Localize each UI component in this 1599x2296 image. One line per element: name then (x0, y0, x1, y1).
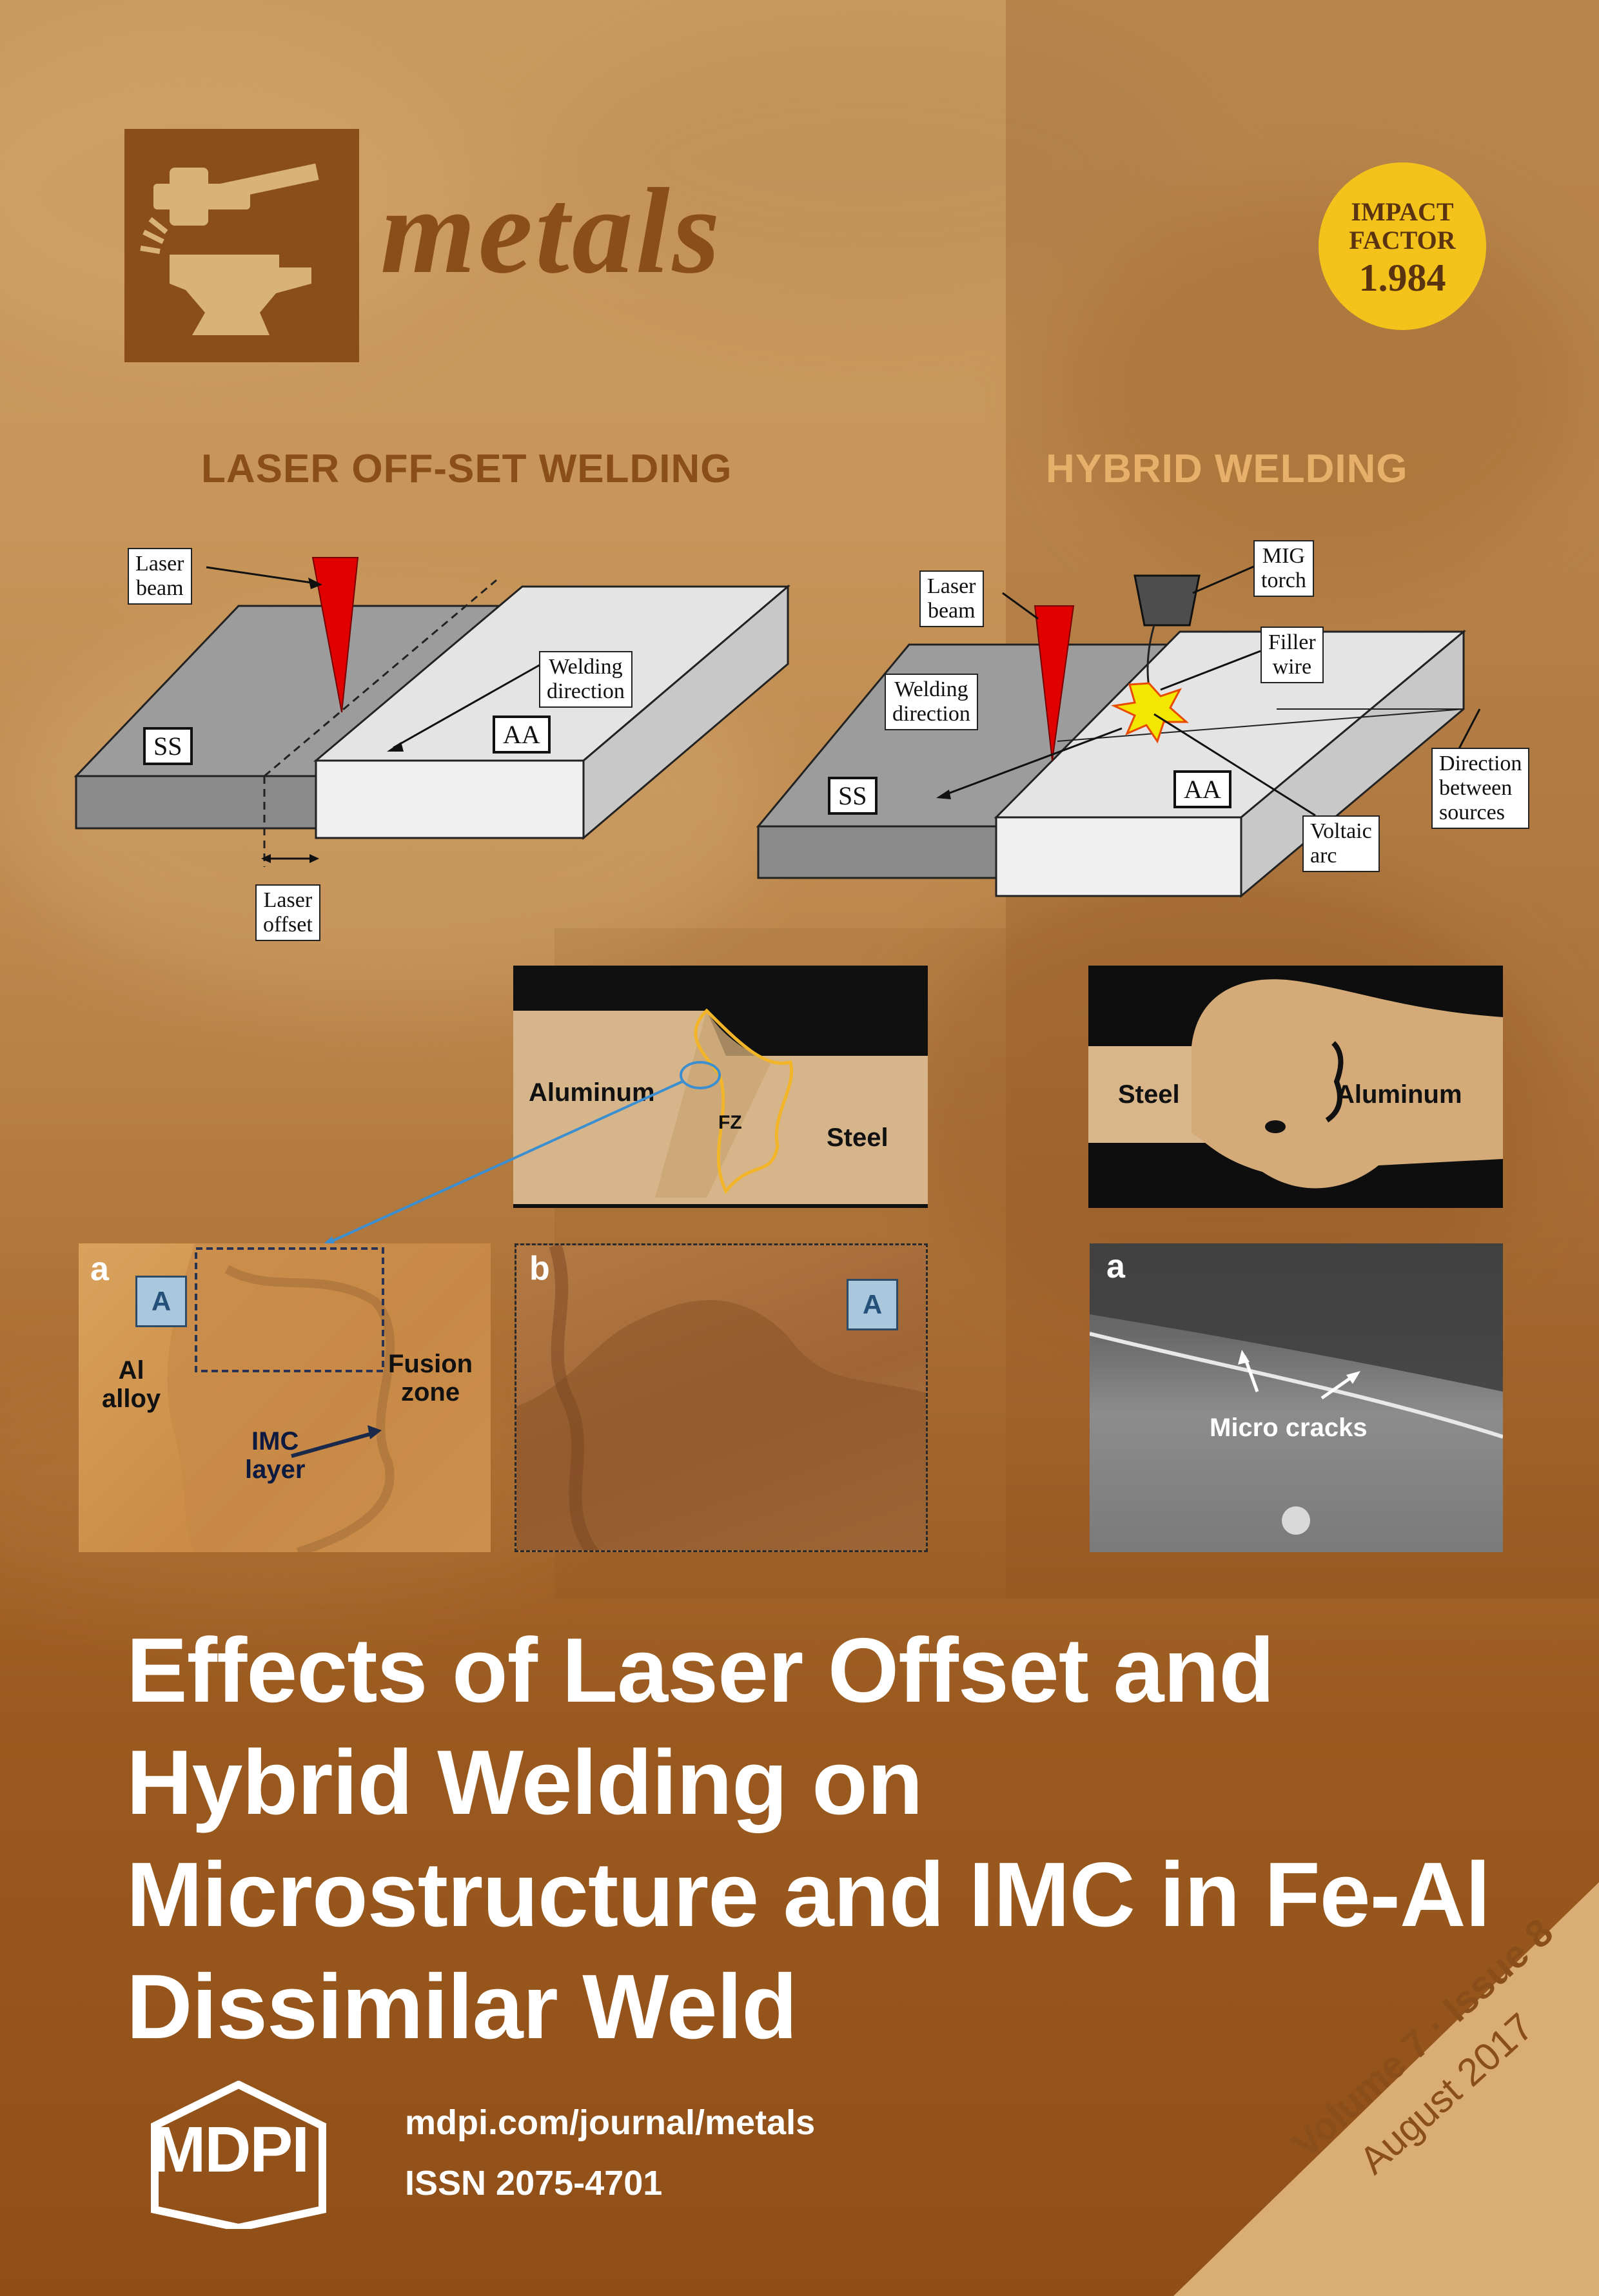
publisher-name: MDPI (152, 2114, 309, 2186)
label-welding-direction-right: Welding direction (885, 674, 978, 730)
impact-factor-value: 1.984 (1359, 257, 1446, 299)
panel-b-box: A (847, 1279, 898, 1330)
journal-logo (124, 129, 359, 362)
label-voltaic-arc: Voltaic arc (1302, 815, 1380, 872)
tag-ss-right: SS (828, 777, 878, 815)
label-direction-between-sources: Direction between sources (1431, 748, 1530, 829)
label-micro-cracks: Micro cracks (1210, 1414, 1368, 1442)
hybrid-welding-diagram (756, 559, 1481, 899)
micrograph-cross-section-hybrid: Steel Aluminum (1088, 966, 1503, 1208)
label-fusion-zone: Fusion zone (388, 1350, 473, 1406)
arc-spark-icon (1110, 682, 1189, 744)
label-laser-offset: Laser offset (255, 884, 320, 941)
label-aluminum-hybrid: Aluminum (1336, 1080, 1462, 1109)
label-welding-direction-left: Welding direction (539, 651, 633, 708)
label-steel-hybrid: Steel (1118, 1080, 1180, 1109)
mig-torch-nozzle (1133, 574, 1201, 627)
issue-ribbon (1173, 1882, 1599, 2296)
laser-beam-cone (311, 557, 359, 713)
impact-factor-badge: IMPACT FACTOR 1.984 (1319, 162, 1486, 330)
label-laser-beam-right: Laser beam (919, 570, 984, 627)
article-headline: Effects of Laser Offset and Hybrid Weldi… (126, 1619, 1491, 2058)
tag-ss-left: SS (143, 727, 193, 765)
label-imc-layer: IMC layer (245, 1427, 306, 1484)
label-filler-wire: Filler wire (1261, 627, 1324, 683)
panel-b-letter: b (529, 1250, 550, 1287)
label-mig-torch: MIG torch (1253, 540, 1314, 597)
label-al-alloy: Al alloy (102, 1356, 161, 1413)
issn: ISSN 2075-4701 (405, 2164, 663, 2203)
mdpi-logo-icon (151, 2081, 326, 2229)
tag-aa-right: AA (1173, 770, 1231, 808)
panel-a-letter: a (90, 1250, 109, 1288)
tag-aa-left: AA (493, 715, 551, 754)
journal-url[interactable]: mdpi.com/journal/metals (405, 2103, 816, 2142)
label-fz: FZ (718, 1112, 742, 1133)
aa-plate-side (582, 584, 789, 841)
label-laser-beam-left: Laser beam (128, 548, 192, 605)
section-title-laser-offset: LASER OFF-SET WELDING (201, 447, 732, 491)
micrograph-panel-b: b A (515, 1243, 928, 1552)
micrograph-panel-a: a A Al alloy Fusion zone IMC layer (79, 1243, 491, 1552)
micrograph-cross-section-offset: Aluminum FZ Steel (513, 966, 928, 1208)
impact-factor-label: IMPACT FACTOR (1349, 197, 1456, 255)
panel-a-box: A (135, 1276, 187, 1327)
journal-name: metals (380, 164, 723, 299)
panel-sem-letter: a (1106, 1248, 1125, 1285)
zoom-arrow (320, 1080, 683, 1247)
anvil-hammer-icon (140, 163, 319, 335)
label-steel-cross: Steel (827, 1124, 888, 1152)
label-aluminum-cross: Aluminum (529, 1078, 655, 1107)
section-title-hybrid: HYBRID WELDING (1046, 447, 1408, 491)
micrograph-sem: a Micro cracks (1090, 1243, 1503, 1552)
